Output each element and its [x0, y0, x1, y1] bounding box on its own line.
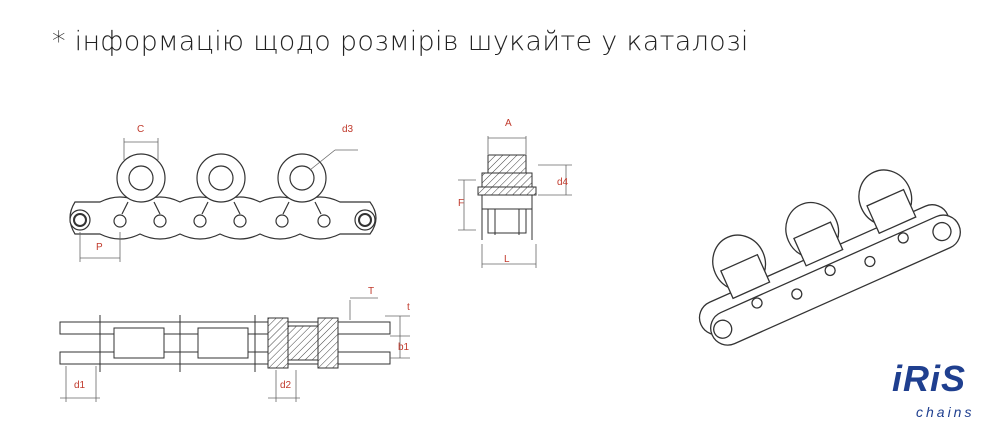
catalog-note: * інформацію щодо розмірів шукайте у кат… — [52, 26, 749, 57]
isometric-chain-illustration — [698, 169, 961, 346]
dim-l-label: L — [504, 254, 510, 265]
dim-t-upper-label: T — [368, 286, 374, 297]
plan-view — [59, 297, 410, 402]
dim-f-label: F — [458, 198, 464, 209]
cross-section-view — [458, 136, 572, 268]
side-view — [69, 138, 377, 262]
dim-a-label: A — [505, 118, 512, 129]
dim-d1-label: d1 — [74, 380, 86, 391]
iris-chains-logo: iRiS chains — [880, 358, 990, 428]
dim-c-label: C — [137, 124, 144, 135]
dim-p-label: P — [96, 242, 103, 253]
dim-t-lower-label: t — [407, 302, 410, 313]
dim-d4-label: d4 — [557, 177, 569, 188]
dim-d2-label: d2 — [280, 380, 292, 391]
logo-subtitle: chains — [916, 404, 975, 420]
logo-wordmark: iRiS — [892, 358, 967, 399]
dim-d3-label: d3 — [342, 124, 354, 135]
dim-b1-label: b1 — [398, 342, 410, 353]
